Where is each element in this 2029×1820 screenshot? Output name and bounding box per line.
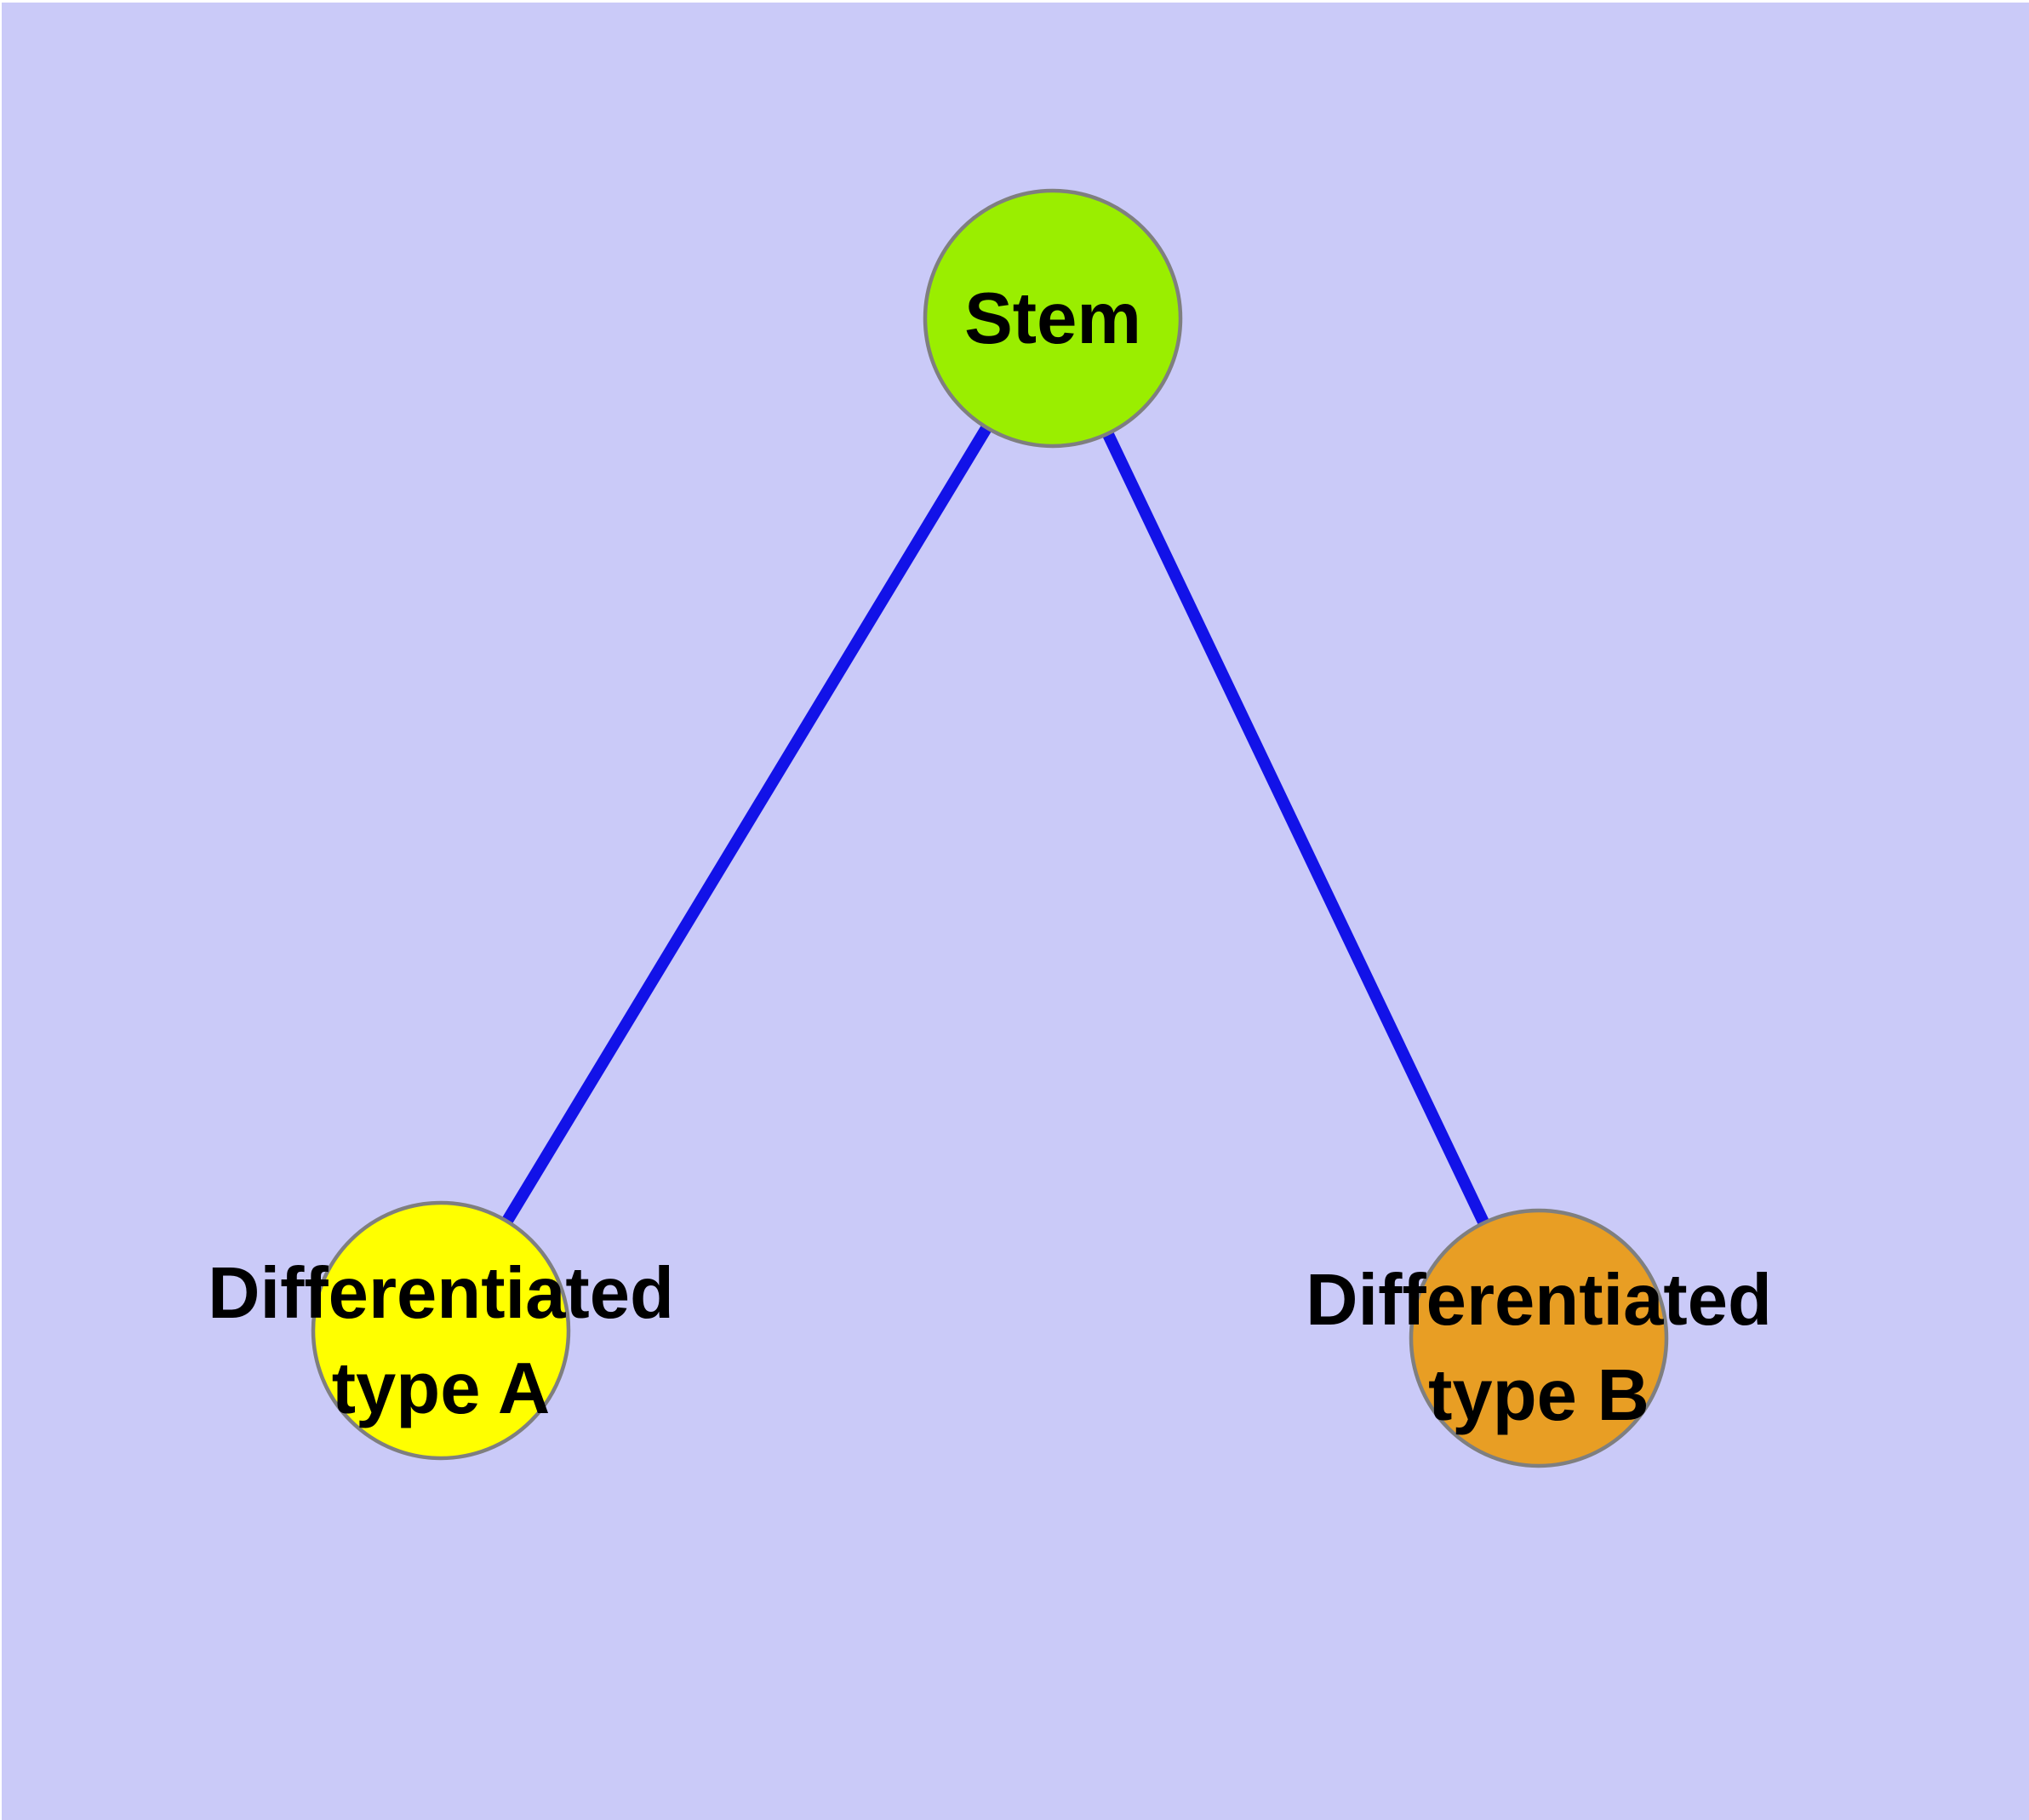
node-type-a-label-line2: type A (332, 1348, 551, 1429)
node-stem-label: Stem (964, 278, 1141, 359)
node-stem (923, 188, 1183, 449)
node-differentiated-type-a (311, 1200, 571, 1461)
edge-stem-to-type-b (1047, 315, 1545, 1342)
node-differentiated-type-b (1409, 1208, 1669, 1468)
node-type-b-label-line2: type B (1428, 1355, 1649, 1436)
edge-stem-to-type-a (436, 315, 1058, 1334)
node-type-b-label-line1: Differentiated (1306, 1260, 1772, 1341)
node-type-a-label-line1: Differentiated (208, 1253, 674, 1334)
